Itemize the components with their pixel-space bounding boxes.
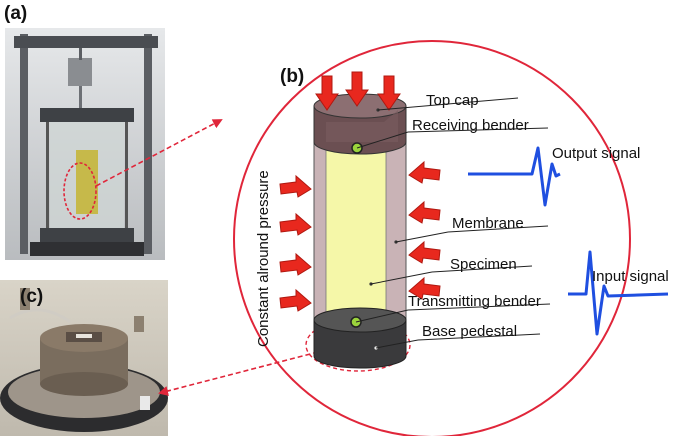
right-pressure-arrows xyxy=(408,160,441,300)
label-specimen: Specimen xyxy=(450,256,517,273)
leader-lines xyxy=(355,97,551,349)
panel-label-c: (c) xyxy=(20,286,43,307)
label-output-signal: Output signal xyxy=(552,145,640,162)
output-signal-wave xyxy=(468,146,561,207)
photo-c xyxy=(0,280,168,436)
specimen-cylinder xyxy=(313,93,407,369)
detail-circle xyxy=(233,40,631,436)
top-load-arrows xyxy=(315,71,401,111)
base-pedestal xyxy=(313,319,407,369)
label-receiving-bender: Receiving bender xyxy=(412,117,529,134)
left-pressure-arrows xyxy=(279,174,312,312)
label-top-cap: Top cap xyxy=(426,92,479,109)
specimen xyxy=(325,145,387,325)
label-pressure: Constant alround pressure xyxy=(255,170,272,347)
highlight-ellipse-a xyxy=(63,162,97,220)
panel-label-a: (a) xyxy=(4,3,27,24)
label-transmitting-bender: Transmitting bender xyxy=(408,293,541,310)
label-input-signal: Input signal xyxy=(592,268,669,285)
input-signal-wave xyxy=(568,250,669,336)
panel-label-b: (b) xyxy=(280,66,304,87)
label-membrane: Membrane xyxy=(452,215,524,232)
base-highlight-ellipse xyxy=(305,318,411,372)
connector-base-to-c xyxy=(158,351,319,396)
label-base-pedestal: Base pedestal xyxy=(422,323,517,340)
photo-a xyxy=(5,28,165,260)
